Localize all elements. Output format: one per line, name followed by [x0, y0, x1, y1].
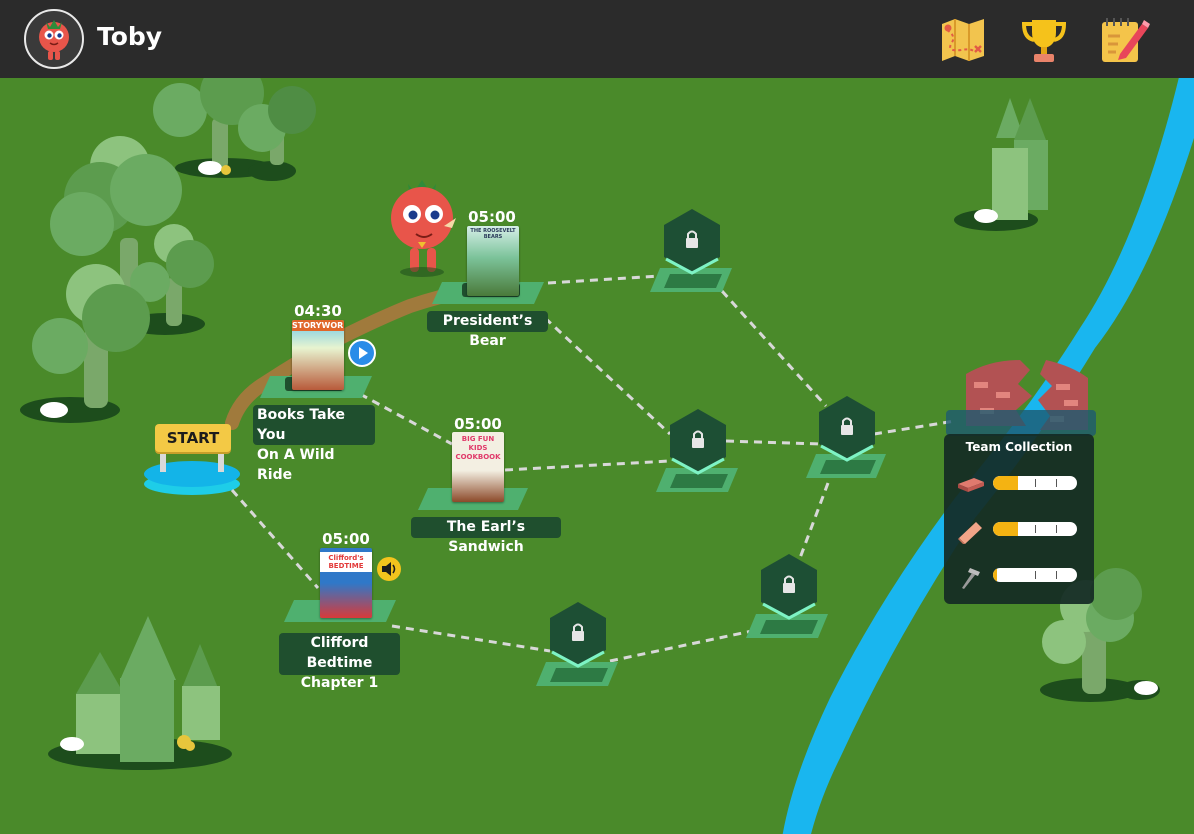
resource-row-nail [956, 566, 1086, 589]
level-3-cover-title: BIG FUN KIDS COOKBOOK [455, 435, 501, 461]
speaker-icon[interactable] [377, 557, 401, 581]
level-1-cover-title: STORYWORKS [292, 320, 344, 331]
start-pad [144, 446, 240, 495]
level-1-time: 04:30 [294, 302, 342, 320]
tree-cluster-top [153, 78, 316, 181]
team-collection-title: Team Collection [965, 440, 1073, 454]
level-4-title[interactable]: Clifford Bedtime Chapter 1 [279, 633, 400, 691]
broken-bridge-bricks [946, 360, 1096, 436]
level-3-time: 05:00 [454, 415, 502, 433]
level-2-cover-title: THE ROOSEVELT BEARS [470, 228, 516, 240]
level-2-book-cover[interactable]: THE ROOSEVELT BEARS [467, 226, 519, 296]
level-4-book-cover[interactable]: Clifford's BEDTIME [320, 548, 372, 618]
nail-progress-fill [993, 568, 997, 582]
avatar[interactable] [24, 9, 84, 69]
username: Toby [97, 22, 163, 51]
level-2-title[interactable]: President’s Bear [427, 311, 548, 349]
notepad-icon[interactable] [1098, 14, 1150, 66]
tomato-mascot-icon [39, 20, 69, 60]
level-4-cover-title: Clifford's BEDTIME [320, 552, 372, 572]
map-icon[interactable] [937, 14, 989, 66]
top-bar: Toby [0, 0, 1194, 78]
team-collection-panel: Team Collection [944, 434, 1094, 604]
plank-icon [958, 522, 982, 544]
level-1-title[interactable]: Books Take You On A Wild Ride [253, 405, 375, 483]
tree-right-bottom [1040, 568, 1160, 702]
plank-progress-bar [993, 522, 1077, 536]
brick-progress-fill [993, 476, 1018, 490]
start-sign: START [155, 424, 231, 452]
level-2-time: 05:00 [468, 208, 516, 226]
level-1-book-cover[interactable]: STORYWORKS [292, 320, 344, 390]
brick-progress-bar [993, 476, 1077, 490]
locked-levels[interactable] [550, 209, 875, 668]
plank-progress-fill [993, 522, 1018, 536]
tree-cluster-left [20, 136, 214, 423]
level-4-time: 05:00 [322, 530, 370, 548]
trophy-icon[interactable] [1018, 14, 1070, 66]
player-mascot [391, 180, 456, 277]
pine-trees-right [954, 98, 1048, 231]
river [782, 78, 1194, 834]
path-connectors [230, 274, 956, 663]
resource-row-brick [956, 474, 1086, 494]
level-3-title[interactable]: The Earl’s Sandwich [411, 517, 561, 555]
world-map: ★ ★ ★ ★ ★ ☆ START 04:30 STORYWORKS Books… [0, 78, 1194, 834]
nail-icon [962, 568, 980, 589]
resource-row-plank [956, 520, 1086, 544]
brick-icon [958, 478, 984, 492]
nail-progress-bar [993, 568, 1077, 582]
level-3-book-cover[interactable]: BIG FUN KIDS COOKBOOK [452, 432, 504, 502]
play-icon[interactable] [348, 339, 376, 367]
pine-trees-left-bottom [48, 616, 232, 770]
